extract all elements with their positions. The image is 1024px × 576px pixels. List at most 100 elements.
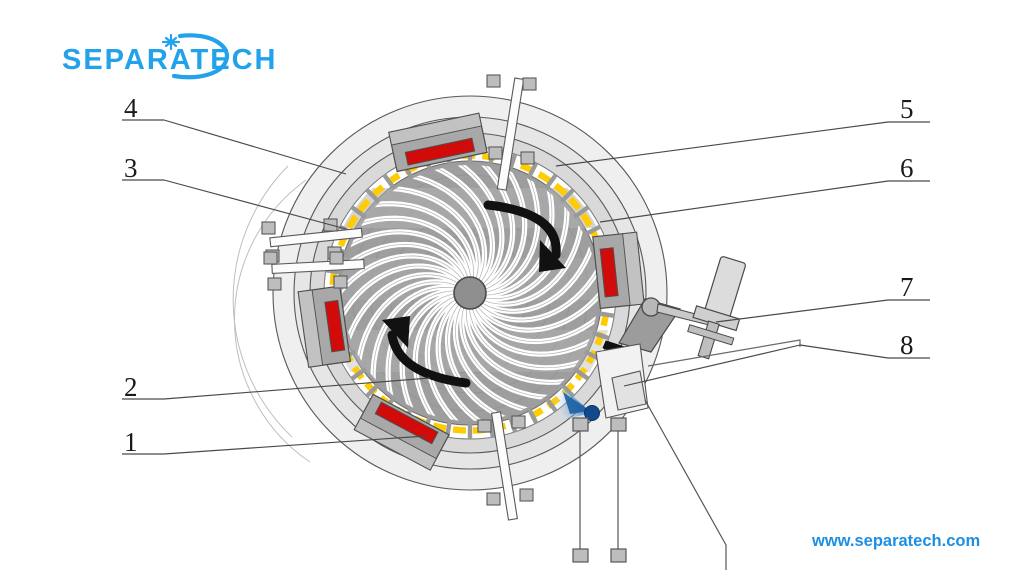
website-url[interactable]: www.separatech.com: [812, 532, 981, 550]
ring-tick: [573, 367, 590, 381]
rotor-vane-edge: [486, 188, 553, 296]
ring-tick: [365, 382, 381, 398]
rotation-arrows: [382, 200, 566, 388]
ring-tick: [559, 188, 575, 204]
ring-tick: [350, 205, 367, 219]
rotor-vane-edge: [372, 286, 455, 382]
leg-right-foot: [610, 548, 627, 563]
leader-3: [163, 179, 347, 230]
frame-diagonal-brace: [644, 399, 727, 570]
probe-arm-top: [486, 74, 537, 191]
callout-number-8: 8: [900, 330, 914, 360]
cylinder-rod: [697, 320, 720, 360]
rotor-vane-edge: [433, 166, 493, 282]
nozzle-block-bottom: [353, 393, 450, 471]
rotor-vane-edge: [372, 203, 474, 278]
leg-left-top-pad: [572, 417, 589, 432]
ring-tick: [559, 382, 575, 398]
ring-tick: [573, 205, 590, 219]
rotor-vane-edge: [472, 308, 593, 355]
leader-7: [715, 299, 889, 323]
callout-number-5: 5: [900, 94, 914, 124]
probe-arms: [261, 74, 537, 521]
ring-tick: [382, 173, 396, 190]
rotor-vane-edge: [358, 281, 456, 363]
ring-tick: [365, 188, 381, 204]
probe-arm-lower-left: [263, 251, 365, 291]
ring-tick: [526, 406, 539, 425]
leader-6: [599, 180, 889, 223]
rotor-vane-edge: [411, 175, 485, 280]
cylinder-crossbar: [687, 324, 735, 346]
rotor-vane-edge: [466, 308, 568, 383]
rotor-vane-edge: [477, 292, 598, 331]
rotor-vane-edge: [482, 245, 593, 312]
support-legs: [572, 339, 801, 570]
leg-right-top-pad: [610, 417, 627, 432]
ring-tick: [526, 161, 539, 180]
rotor-vane-edge: [414, 296, 455, 420]
brand-logo[interactable]: SEPARATECH: [62, 30, 292, 82]
callout-number-2: 2: [124, 372, 138, 402]
nozzle-block-left: [297, 285, 352, 368]
leg-left-foot: [572, 548, 589, 563]
callout-number-4: 4: [124, 93, 138, 123]
rotor-vane-edge: [461, 307, 550, 398]
rotor-vane-edge: [455, 306, 529, 411]
logo-wordmark: SEPARATECH: [62, 44, 278, 76]
nozzle-block-top: [388, 112, 488, 173]
ring-tick: [592, 330, 610, 341]
callout-number-6: 6: [900, 153, 914, 183]
callout-number-3: 3: [124, 153, 138, 183]
rotor-vane-edge: [475, 308, 598, 342]
discharge-frame: [595, 343, 649, 419]
leader-8a: [799, 344, 889, 359]
rotation-arrow-upper: [483, 200, 566, 272]
frame-upper-brace: [647, 339, 801, 367]
rotor-vane-edge: [390, 188, 479, 279]
ring-tick: [507, 153, 518, 171]
rotor-vane-edge: [484, 223, 582, 305]
callout-leader-lines: [122, 119, 930, 455]
spray-core: [563, 392, 590, 414]
leader-8b: [623, 344, 801, 387]
rotor-vane-edge: [426, 299, 459, 421]
actuator-assembly: [602, 256, 746, 360]
callout-number-1: 1: [124, 427, 138, 457]
rotor-vane-edge: [480, 268, 598, 321]
rotor-vane-edge: [485, 204, 568, 300]
rotor-vane-edge: [342, 255, 463, 294]
ring-tick: [583, 224, 602, 237]
ring-tick: [544, 173, 558, 190]
rotor-vane-edge: [485, 166, 526, 290]
rotor-vane-edge: [437, 302, 483, 421]
nozzle-block-right: [592, 231, 645, 310]
hydraulic-cylinder: [687, 256, 746, 360]
rotor-vane-edge: [358, 217, 471, 277]
rotor-vane-edge: [486, 175, 539, 293]
ring-tick: [597, 311, 615, 319]
rotor-vane-edge: [347, 231, 468, 278]
ring-tick: [350, 367, 367, 381]
probe-arm-bottom: [477, 411, 534, 521]
nozzle-assemblies: [297, 112, 645, 471]
rotor-vane-edge: [447, 304, 507, 420]
rotation-arrow-lower: [382, 316, 471, 388]
ring-tick: [544, 396, 558, 413]
spray-jet: [553, 385, 600, 421]
leader-2: [163, 377, 431, 400]
rotor-vane-edge: [342, 265, 460, 318]
rotor-vane-edge: [347, 274, 458, 341]
chute-inner: [611, 370, 647, 411]
callout-number-7: 7: [900, 272, 914, 302]
spray-nozzle-tip: [584, 405, 600, 421]
leader-1: [163, 435, 427, 455]
rotor-hub: [453, 276, 487, 310]
rotor-vane-edge: [457, 165, 503, 284]
leader-5: [555, 121, 889, 167]
housing-offset-shell: [232, 165, 311, 463]
leader-4: [163, 119, 347, 175]
rotor-vane-edge: [469, 309, 582, 369]
